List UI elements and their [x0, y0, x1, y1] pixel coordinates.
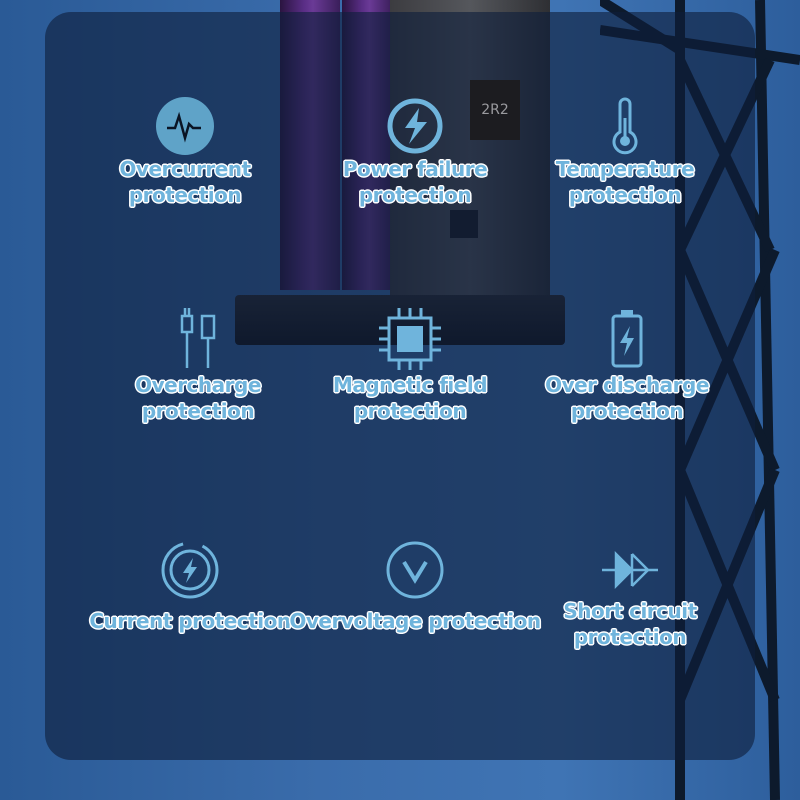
charge-ring-icon [161, 541, 219, 599]
inductor: 2R2 [470, 80, 520, 140]
diode-icon [602, 550, 658, 590]
pulse-icon [156, 97, 214, 155]
inductor-marking: 2R2 [481, 102, 509, 118]
feature-label: Overvoltage protection [289, 609, 541, 633]
feature-label: Current protection [89, 609, 291, 633]
thermometer-icon [612, 97, 638, 155]
feature-overvoltage: Overvoltage protection [285, 538, 545, 634]
chevron-circle-icon [386, 541, 444, 599]
battery-charge-icon [611, 310, 643, 368]
chip-icon [379, 308, 441, 370]
feature-current: Current protection [80, 538, 300, 634]
usb-cable-icon [180, 308, 216, 368]
lightning-circle-icon [387, 98, 443, 154]
